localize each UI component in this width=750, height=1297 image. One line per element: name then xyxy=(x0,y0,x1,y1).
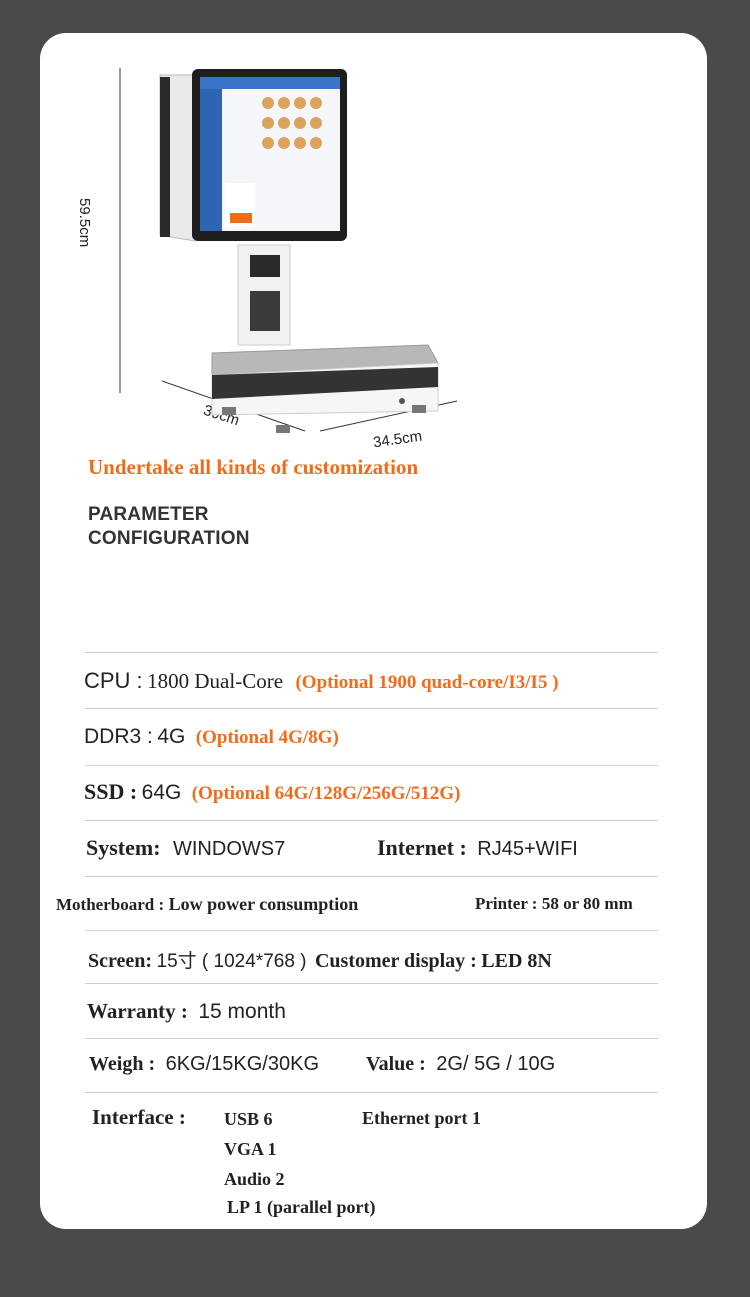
ddr-option: (Optional 4G/8G) xyxy=(195,727,339,748)
spec-row-cpu: CPU : 1800 Dual-Core (Optional 1900 quad… xyxy=(84,668,559,694)
divider xyxy=(85,876,658,877)
system-value: WINDOWS7 xyxy=(173,838,286,860)
spec-row-ssd: SSD : 64G (Optional 64G/128G/256G/512G) xyxy=(84,779,460,805)
ssd-label: SSD : xyxy=(84,779,138,804)
ddr-label: DDR3 : xyxy=(84,725,153,748)
section-title: PARAMETER CONFIGURATION xyxy=(88,503,250,551)
cpu-option: (Optional 1900 quad-core/I3/I5 ) xyxy=(295,672,559,693)
divider xyxy=(85,983,658,984)
spec-row-system: System: WINDOWS7 xyxy=(86,835,285,861)
interface-item: LP 1 (parallel port) xyxy=(227,1197,376,1217)
pos-scale-illustration xyxy=(119,68,458,433)
cpu-label: CPU : xyxy=(84,668,143,693)
customer-display-label: Customer display : xyxy=(314,950,477,972)
divider xyxy=(85,1038,658,1039)
motherboard-label: Motherboard : xyxy=(56,895,165,914)
spec-row-internet: Internet : RJ45+WIFI xyxy=(377,835,578,861)
spec-row-screen: Screen: 15寸 ( 1024*768 ) Customer displa… xyxy=(88,946,552,973)
spec-row-weigh: Weigh : 6KG/15KG/30KG xyxy=(89,1053,319,1076)
spec-row-value: Value : 2G/ 5G / 10G xyxy=(366,1053,555,1076)
product-card: 59.5cm 39cm 34.5cm Und xyxy=(40,33,707,1229)
ssd-option: (Optional 64G/128G/256G/512G) xyxy=(191,783,461,804)
interface-item: USB 6 xyxy=(224,1109,273,1129)
divider xyxy=(85,930,658,931)
section-title-line-1: PARAMETER xyxy=(88,504,209,525)
weigh-label: Weigh : xyxy=(89,1053,156,1075)
spec-row-warranty: Warranty : 15 month xyxy=(87,999,286,1024)
interface-item: VGA 1 xyxy=(224,1139,277,1159)
divider xyxy=(85,765,658,766)
warranty-value: 15 month xyxy=(198,1000,286,1023)
screen-value: 15寸 ( 1024*768 ) xyxy=(156,951,307,972)
divider xyxy=(85,820,658,821)
warranty-label: Warranty : xyxy=(87,999,188,1023)
system-label: System: xyxy=(86,835,161,860)
motherboard-value: Low power consumption xyxy=(168,894,359,914)
customer-display-value: LED 8N xyxy=(481,950,552,972)
interface-item: Audio 2 xyxy=(224,1169,285,1189)
interface-ethernet: Ethernet port 1 xyxy=(362,1108,481,1128)
cpu-value: 1800 Dual-Core xyxy=(147,669,284,693)
spec-row-ddr: DDR3 : 4G (Optional 4G/8G) xyxy=(84,725,339,749)
spec-row-interface: Interface : xyxy=(92,1105,186,1130)
spec-row-printer: Printer : 58 or 80 mm xyxy=(475,894,633,914)
internet-value: RJ45+WIFI xyxy=(477,838,578,860)
divider xyxy=(85,708,658,709)
weigh-value: 6KG/15KG/30KG xyxy=(165,1053,319,1075)
spec-row-motherboard: Motherboard : Low power consumption xyxy=(56,894,358,915)
customization-headline: Undertake all kinds of customization xyxy=(88,455,419,479)
interface-label: Interface : xyxy=(92,1105,186,1129)
ddr-value: 4G xyxy=(157,725,186,748)
height-dimension: 59.5cm xyxy=(76,198,93,248)
divider xyxy=(85,1092,658,1093)
divider xyxy=(85,652,658,653)
screen-label: Screen: xyxy=(88,950,153,972)
section-title-line-2: CONFIGURATION xyxy=(88,528,250,549)
value-label: Value : xyxy=(366,1053,426,1075)
printer-label: Printer : xyxy=(475,894,538,913)
ssd-value: 64G xyxy=(141,781,182,804)
printer-value: 58 or 80 mm xyxy=(541,894,633,913)
internet-label: Internet : xyxy=(377,835,467,860)
value-value: 2G/ 5G / 10G xyxy=(436,1053,556,1075)
